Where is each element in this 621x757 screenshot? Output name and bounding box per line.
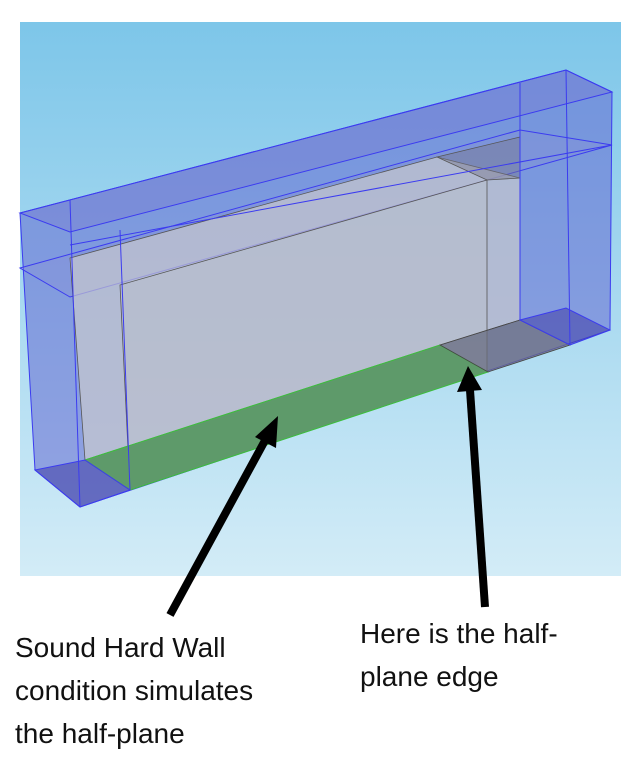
half-plane-edge-caption: Here is the half- plane edge bbox=[360, 612, 558, 698]
caption-line: Sound Hard Wall bbox=[15, 632, 226, 663]
caption-line: Here is the half- bbox=[360, 618, 558, 649]
caption-line: plane edge bbox=[360, 661, 499, 692]
floor-right-pml bbox=[518, 307, 612, 346]
arrow-to-edge bbox=[457, 366, 489, 608]
top-layer bbox=[18, 69, 614, 233]
sound-hard-wall-caption: Sound Hard Wall condition simulates the … bbox=[15, 626, 253, 755]
pml-edges bbox=[69, 69, 613, 508]
caption-line: the half-plane bbox=[15, 718, 185, 749]
caption-line: condition simulates bbox=[15, 675, 254, 706]
arrow-to-floor bbox=[166, 416, 278, 617]
